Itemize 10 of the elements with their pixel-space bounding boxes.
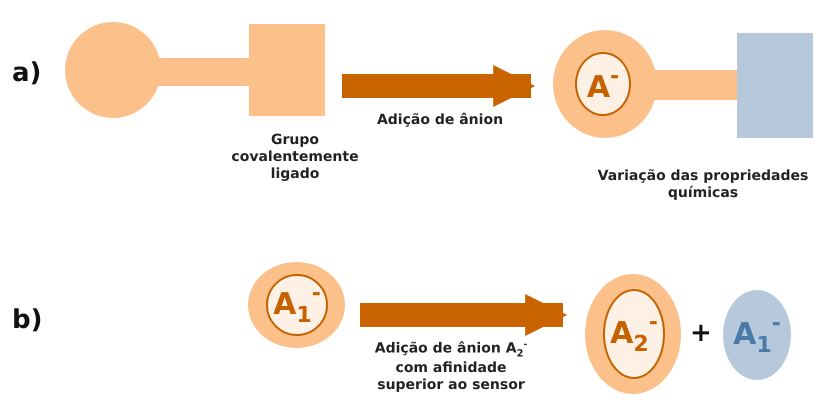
arrow [342,65,536,107]
node-label: Grupo covalentemente ligado [230,132,360,182]
panel-label: a) [12,58,42,88]
anion-label: A$^{-}$ [586,66,620,102]
plus-sign: + [690,318,712,348]
edge-label: Adição de ânion [376,112,504,129]
node-label: Variação das propriedades químicas [596,168,810,202]
arrow [360,294,568,336]
panel-label: b) [12,305,42,335]
anion-ellipse [266,274,328,336]
